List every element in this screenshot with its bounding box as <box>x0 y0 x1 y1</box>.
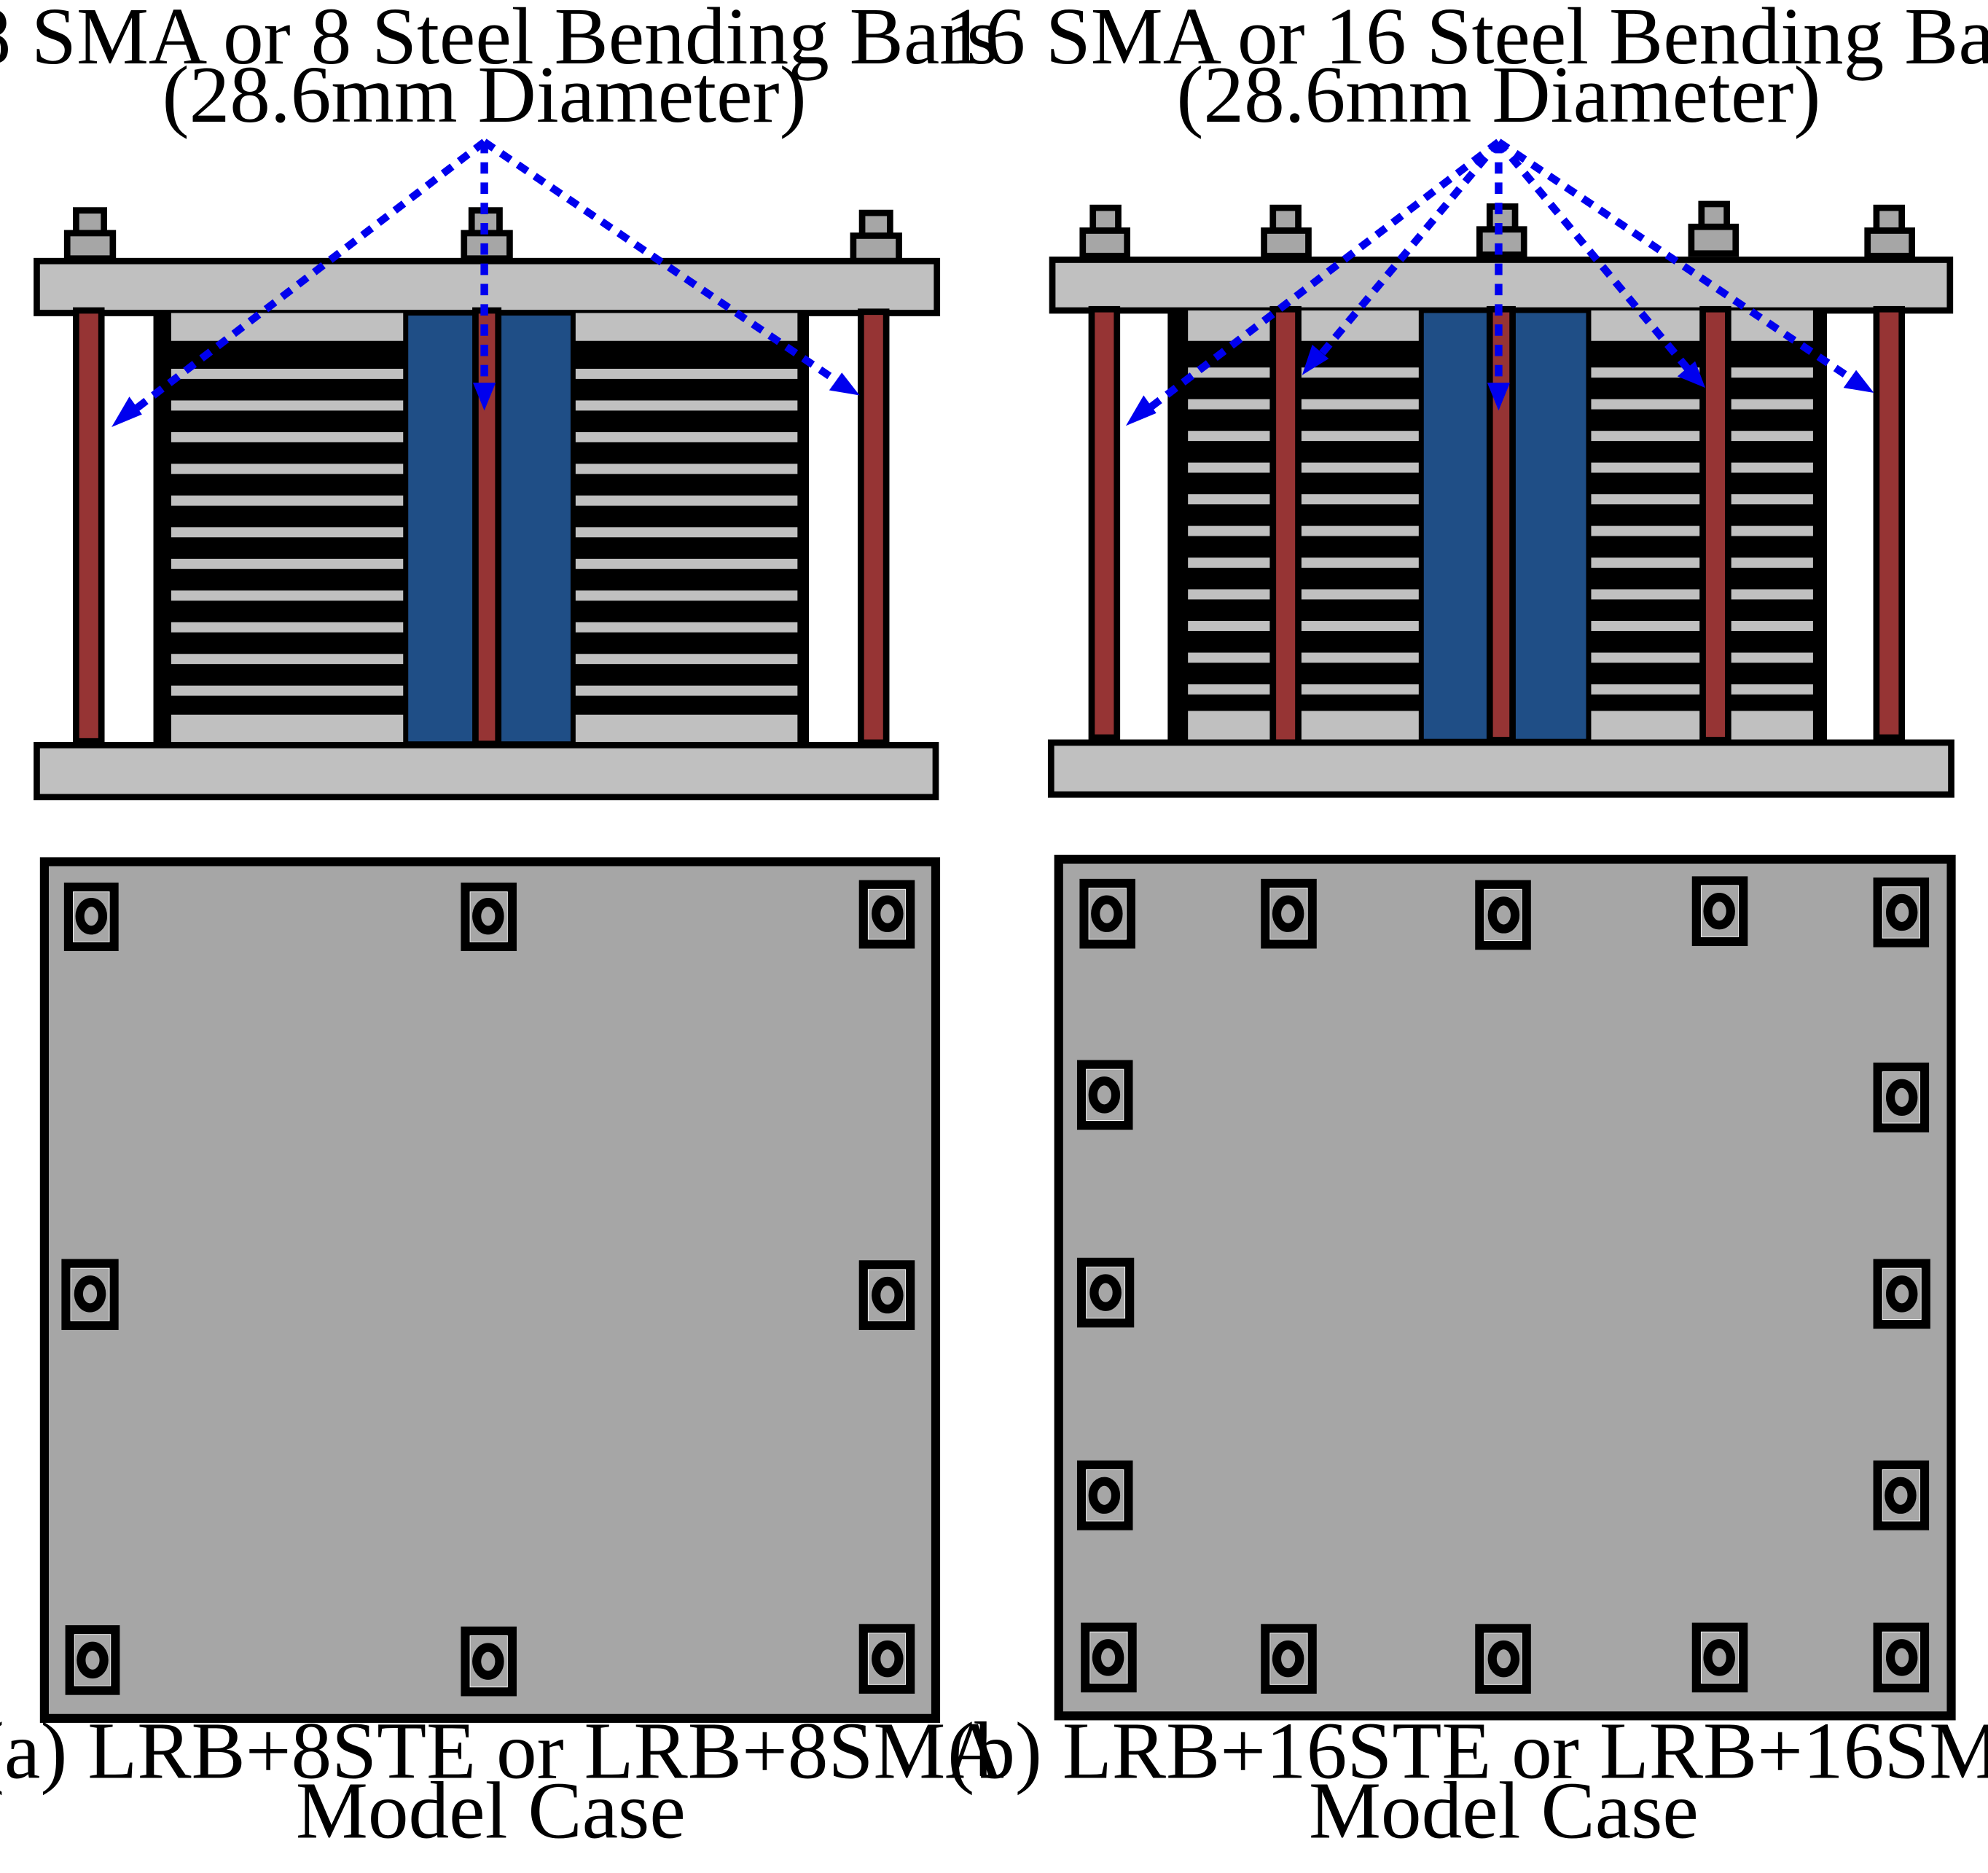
steel-shims <box>171 369 404 696</box>
bolt-hole <box>1081 1622 1137 1693</box>
bolt-hole <box>1261 1624 1317 1694</box>
panel-b: 16 SMA or 16 Steel Bending Bars (28.6mm … <box>944 0 1988 1856</box>
bending-bar <box>1269 305 1302 746</box>
panel-a-plan <box>39 857 941 1723</box>
steel-shims <box>1188 367 1420 695</box>
bolt-hole <box>1261 878 1317 949</box>
bolt-hole <box>1079 878 1135 949</box>
nut <box>1079 227 1131 259</box>
end-shim <box>574 313 798 341</box>
bending-bar <box>1088 305 1121 741</box>
end-shim <box>1188 711 1420 740</box>
nut <box>1269 204 1302 234</box>
panel-b-caption-line2: Model Case <box>1309 1766 1699 1856</box>
panel-a-caption-line1: (a) LRB+8STE or LRB+8SMA <box>0 1707 1004 1796</box>
bolt-hole <box>858 880 915 949</box>
nut <box>1698 200 1730 230</box>
end-shim <box>171 313 404 341</box>
bolt-hole <box>1873 1461 1930 1530</box>
panel-b-caption-line1: (b) LRB+16STE or LRB+16SMA <box>947 1707 1988 1796</box>
bolt-hole <box>1076 1461 1133 1530</box>
base-plate-plan <box>39 857 941 1723</box>
bending-bar <box>857 308 890 746</box>
bolt-hole <box>65 1625 120 1695</box>
nut <box>850 232 902 265</box>
base-plate-plan <box>1054 854 1956 1721</box>
nut <box>1688 223 1740 257</box>
panel-a-elevation <box>34 138 941 801</box>
bolt-hole <box>1691 1622 1748 1693</box>
bolt-hole <box>461 1626 517 1697</box>
bolt-hole <box>1873 877 1930 947</box>
bending-bar <box>73 307 105 745</box>
bolt-hole <box>63 883 119 951</box>
bolt-hole <box>461 883 517 951</box>
callout-arrows <box>1125 138 1874 426</box>
callout-arrows <box>111 138 860 427</box>
panel-b-callout-line1: 16 SMA or 16 Steel Bending Bars <box>944 0 1988 82</box>
bottom-plate <box>34 742 939 801</box>
panel-b-callout-line2: (28.6mm Diameter) <box>1176 50 1820 140</box>
steel-shims <box>1589 367 1813 695</box>
nut <box>858 209 893 239</box>
bolt-hole <box>1076 1060 1133 1130</box>
panel-a-callout-line1: 8 SMA or 8 Steel Bending Bars <box>0 0 998 82</box>
bolt-hole <box>1691 876 1748 947</box>
end-shim <box>1188 310 1420 341</box>
bolt-hole <box>61 1259 119 1330</box>
panel-b-elevation <box>1047 138 1954 798</box>
panel-a: 8 SMA or 8 Steel Bending Bars (28.6mm Di… <box>0 0 1004 1856</box>
bolt-hole <box>858 1624 915 1694</box>
panel-b-plan <box>1054 854 1956 1721</box>
panel-a-caption-line2: Model Case <box>296 1766 686 1856</box>
bottom-plate <box>1047 739 1954 798</box>
bolt-hole <box>1475 1624 1531 1694</box>
bending-bar <box>1699 305 1731 743</box>
panel-a-callout-line2: (28.6mm Diameter) <box>163 50 807 140</box>
bolt-hole <box>858 1260 915 1330</box>
nut <box>1261 227 1312 259</box>
bolt-hole <box>1873 1063 1930 1133</box>
nut <box>63 230 117 262</box>
bolt-hole <box>1873 1259 1930 1329</box>
nut <box>1089 204 1122 234</box>
end-shim <box>574 714 798 743</box>
bolt-hole <box>1475 880 1531 950</box>
bending-bar <box>1873 305 1906 741</box>
end-shim <box>171 714 404 743</box>
bolt-hole <box>1076 1257 1135 1328</box>
nut <box>1864 227 1915 259</box>
nut <box>1873 204 1906 234</box>
bolt-hole <box>1873 1622 1930 1693</box>
nut <box>73 207 108 237</box>
steel-shims <box>574 369 798 696</box>
